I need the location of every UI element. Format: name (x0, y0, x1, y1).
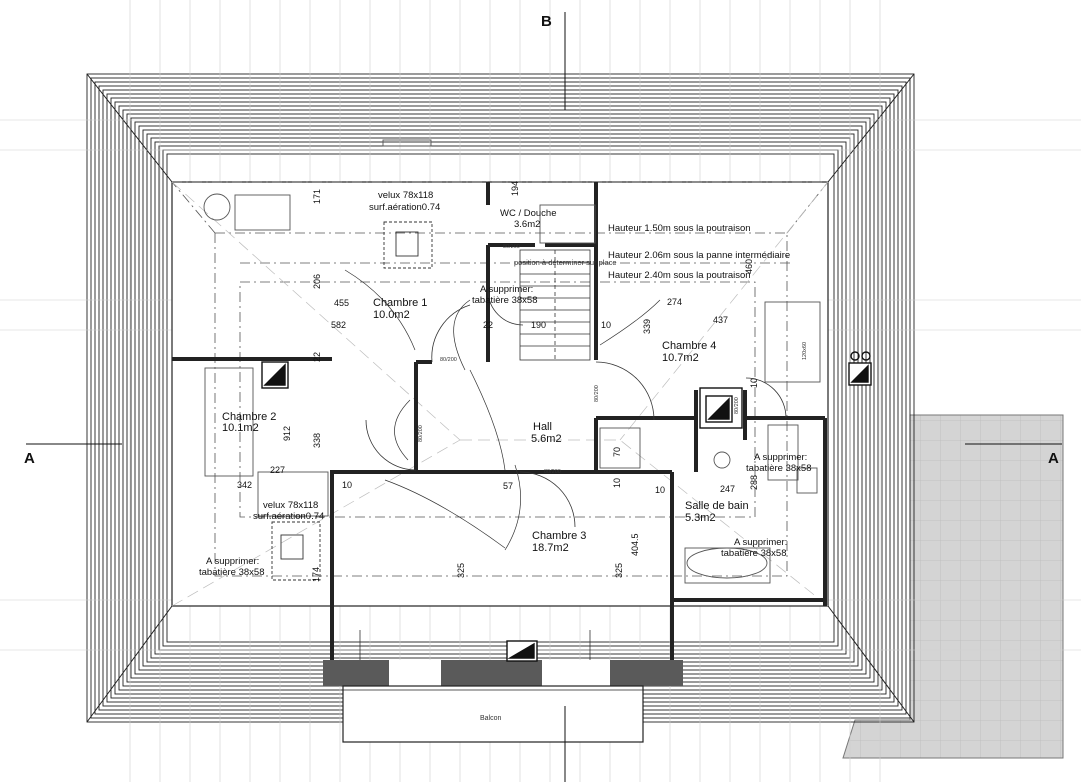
dim-912: 912 (282, 426, 292, 441)
terrace-area (842, 414, 1064, 759)
room-label-balcon: Balcon (480, 715, 502, 722)
room-area-chambre1: 10.0m2 (373, 309, 410, 321)
room-label-hall: Hall (533, 421, 552, 433)
door-tag-4: 80/200 (544, 469, 561, 475)
dim-4045: 404.5 (630, 533, 640, 556)
dim-582: 582 (331, 320, 346, 330)
roof-hips (86, 73, 915, 723)
height-zones (171, 181, 829, 577)
staircase (519, 249, 591, 361)
dim-171: 171 (312, 189, 322, 204)
section-marker-left: A (24, 450, 35, 467)
room-label-chambre4: Chambre 4 (662, 340, 716, 352)
dim-10e: 10 (612, 478, 622, 488)
dim-338: 338 (312, 433, 322, 448)
remove-note-4b: tabatière 38x58 (721, 548, 787, 559)
position-note: position à déterminer sur place (514, 258, 617, 267)
dim-455: 455 (334, 298, 349, 308)
room-label-chambre3: Chambre 3 (532, 530, 586, 542)
section-marker-right: A (1048, 450, 1059, 467)
dim-10c: 10 (342, 480, 352, 490)
dim-274: 274 (667, 297, 682, 307)
door-swings (359, 289, 787, 660)
dim-288: 288 (749, 475, 759, 490)
remove-note-1b: tabatière 38x58 (472, 295, 538, 306)
fixtures (203, 139, 821, 584)
dim-325b: 325 (614, 563, 624, 578)
remove-note-3a: A supprimer: (754, 452, 807, 463)
height-note-2: Hauteur 2.06m sous la panne intermédiair… (608, 250, 790, 261)
height-note-1: Hauteur 1.50m sous la poutraison (608, 223, 751, 234)
flue-squares (261, 351, 872, 662)
dim-190: 190 (531, 320, 546, 330)
dim-174: 174 (311, 567, 321, 582)
door-tag-2: 80/200 (440, 357, 457, 363)
room-label-chambre2: Chambre 2 (222, 411, 276, 423)
dim-22a: 22 (483, 320, 493, 330)
room-area-chambre2: 10.1m2 (222, 422, 259, 434)
dim-22b: 22 (312, 352, 322, 362)
velux-note-2b: surf.aération0.74 (253, 511, 324, 522)
room-area-chambre4: 10.7m2 (662, 352, 699, 364)
dim-342: 342 (237, 480, 252, 490)
dim-10b: 10 (749, 378, 759, 388)
remove-note-3b: tabatière 38x58 (746, 463, 812, 474)
interior-walls (172, 182, 827, 660)
room-label-chambre1: Chambre 1 (373, 297, 427, 309)
roof-diagonals (171, 181, 829, 607)
dim-206: 206 (312, 274, 322, 289)
section-marker-top: B (541, 13, 552, 30)
dim-437: 437 (713, 315, 728, 325)
velux-note-1a: velux 78x118 (378, 190, 433, 201)
remove-note-2b: tabatière 38x58 (199, 567, 265, 578)
remove-note-4a: A supprimer: (734, 537, 787, 548)
dim-325a: 325 (456, 563, 466, 578)
dim-247: 247 (720, 484, 735, 494)
room-area-sdb: 5.3m2 (685, 512, 716, 524)
room-area-wc: 3.6m2 (514, 219, 540, 230)
dim-227: 227 (270, 465, 285, 475)
dim-10d: 10 (655, 485, 665, 495)
room-area-hall: 5.6m2 (531, 433, 562, 445)
dim-10a: 10 (601, 320, 611, 330)
velux-note-1b: surf.aération0.74 (369, 202, 440, 213)
dim-194: 194 (510, 181, 520, 196)
room-label-wc: WC / Douche (500, 208, 557, 219)
balcony-band (323, 660, 683, 743)
dim-57: 57 (503, 481, 513, 491)
door-tag-7: 120x60 (802, 342, 808, 360)
door-tag-6: 80/200 (734, 397, 740, 414)
door-tag-3: 80/200 (418, 425, 424, 442)
dim-460: 460 (744, 259, 754, 274)
height-note-3: Hauteur 2.40m sous la poutraison (608, 270, 751, 281)
room-area-chambre3: 18.7m2 (532, 542, 569, 554)
door-tag-5: 80/200 (594, 385, 600, 402)
dim-70: 70 (612, 447, 622, 457)
velux-note-2a: velux 78x118 (263, 500, 318, 511)
velux-windows (271, 221, 433, 581)
remove-note-1a: A supprimer: (480, 284, 533, 295)
room-label-sdb: Salle de bain (685, 500, 749, 512)
remove-note-2a: A supprimer: (206, 556, 259, 567)
door-tag-1: 80/200 (503, 244, 520, 250)
electric-lines (344, 269, 661, 551)
dim-339: 339 (642, 319, 652, 334)
